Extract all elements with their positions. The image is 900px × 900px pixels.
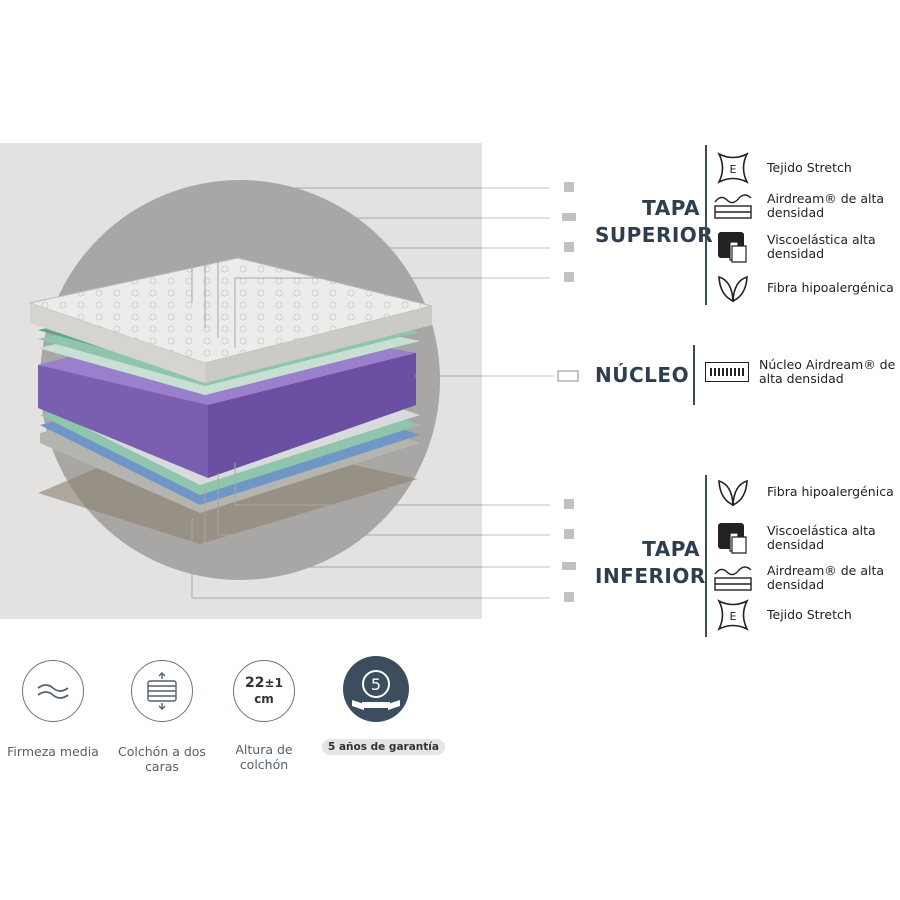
height-tolerance: ±1 (264, 676, 283, 690)
leaf-fiber-icon (713, 270, 753, 306)
top-layer-row: Viscoelástica alta densidad (713, 229, 900, 265)
airdream-foam-icon (713, 560, 753, 596)
mini-visco-icon-bottom (564, 529, 574, 539)
leader-extensions (482, 182, 579, 602)
memory-foam-icon (713, 520, 753, 556)
section-bottom-divider (705, 475, 707, 637)
top-layer-label: Tejido Stretch (767, 160, 852, 175)
feature-label-double-sided: Colchón a dos caras (118, 744, 206, 774)
svg-text:E: E (730, 163, 737, 176)
mini-fiber-icon (564, 272, 574, 282)
top-layer-row: Fibra hipoalergénica (713, 270, 900, 306)
section-core-divider (693, 345, 695, 405)
section-top-divider (705, 145, 707, 305)
top-layer-label: Viscoelástica alta densidad (767, 232, 876, 261)
section-core-title: NÚCLEO (595, 363, 690, 387)
section-top-line2: SUPERIOR (595, 223, 714, 247)
section-top-title: TAPA SUPERIOR (595, 195, 714, 249)
bottom-layer-label: Fibra hipoalergénica (767, 484, 894, 499)
feature-label-warranty: 5 años de garantía (322, 739, 445, 755)
mini-visco-icon (564, 242, 574, 252)
bottom-layer-row: Fibra hipoalergénica (713, 474, 900, 510)
top-layer-row: Airdream® de alta densidad (713, 188, 900, 224)
section-bottom-title: TAPA INFERIOR (595, 536, 706, 590)
mini-stretch-icon-bottom (564, 592, 574, 602)
bottom-layer-row: Airdream® de alta densidad (713, 560, 900, 596)
leaf-fiber-icon (713, 474, 753, 510)
bottom-layer-label: Viscoelástica alta densidad (767, 523, 876, 552)
stretch-fabric-icon: E (713, 597, 753, 633)
double-sided-icon (131, 660, 193, 722)
mattress-hero-image (0, 143, 482, 619)
bottom-layer-label: Tejido Stretch (767, 607, 852, 622)
core-layer-label: Núcleo Airdream® de alta densidad (759, 357, 896, 386)
height-value-row: 22±1 (245, 675, 283, 691)
bottom-layer-row: E Tejido Stretch (713, 597, 900, 633)
section-top-line1: TAPA (642, 196, 700, 220)
feature-label-firmness: Firmeza media (7, 744, 99, 759)
top-layer-label: Airdream® de alta densidad (767, 191, 885, 220)
feature-label-height: Altura de colchón (235, 742, 293, 772)
memory-foam-icon (713, 229, 753, 265)
top-layer-row: E Tejido Stretch (713, 150, 900, 186)
bottom-layer-row: Viscoelástica alta densidad (713, 520, 900, 556)
section-bottom-line2: INFERIOR (595, 564, 706, 588)
bottom-layer-label: Airdream® de alta densidad (767, 563, 885, 592)
core-block-icon (705, 362, 749, 382)
mini-stretch-icon (564, 182, 574, 192)
svg-text:E: E (730, 610, 737, 623)
warranty-years: 5 (371, 675, 381, 694)
warranty-label-pill: 5 años de garantía (322, 737, 445, 755)
core-layer-row: Núcleo Airdream® de alta densidad (705, 358, 900, 386)
height-icon: 22±1 cm (233, 660, 295, 722)
warranty-badge-icon: 5 (343, 656, 409, 722)
airdream-foam-icon (713, 188, 753, 224)
top-layer-label: Fibra hipoalergénica (767, 280, 894, 295)
leader-lines (191, 187, 482, 599)
stretch-fabric-icon: E (713, 150, 753, 186)
firmness-wave-icon (22, 660, 84, 722)
height-unit: cm (254, 692, 274, 706)
height-value: 22 (245, 675, 265, 691)
section-bottom-line1: TAPA (642, 537, 700, 561)
mini-core-icon (557, 370, 579, 382)
mattress-illustration (28, 180, 482, 599)
mini-fiber-icon-bottom (564, 499, 574, 509)
mini-airdream-icon (562, 213, 576, 221)
mini-airdream-icon-bottom (562, 562, 576, 570)
